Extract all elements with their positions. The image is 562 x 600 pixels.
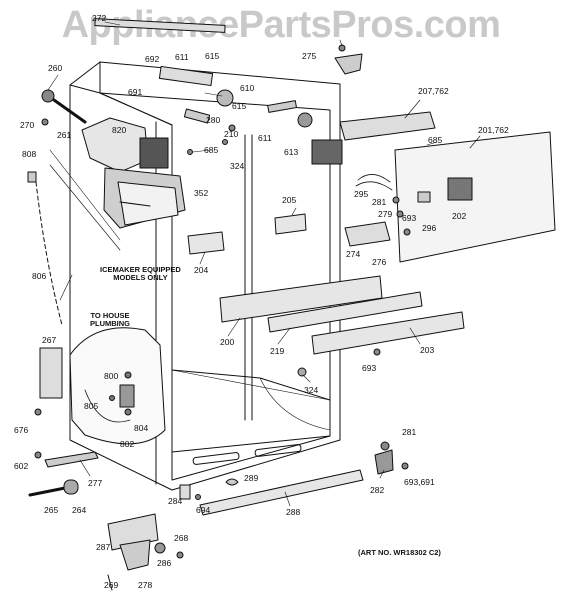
part-label: 282 <box>370 485 385 495</box>
part-label: 260 <box>48 63 63 73</box>
part-label: 802 <box>120 439 135 449</box>
part-label: 685 <box>204 145 219 155</box>
part-label: 324 <box>230 161 245 171</box>
part-label: 277 <box>88 478 103 488</box>
part-label: 269 <box>104 580 119 590</box>
part-label: 274 <box>346 249 361 259</box>
plumbing-note-line1: TO HOUSE <box>90 311 130 320</box>
part-label: 278 <box>138 580 153 590</box>
brackets-and-rails <box>187 213 465 377</box>
part-label: 296 <box>422 223 437 233</box>
art-number: (ART NO. WR18302 C2) <box>358 548 441 557</box>
part-label: 201,762 <box>478 125 509 135</box>
part-label: 265 <box>44 505 59 515</box>
part-label: 281 <box>372 197 387 207</box>
top-rail-272 <box>94 18 226 33</box>
icemaker-note-line1: ICEMAKER EQUIPPED <box>100 265 181 274</box>
part-label: 804 <box>134 423 149 433</box>
part-label: 691 <box>128 87 143 97</box>
part-label: 693 <box>362 363 377 373</box>
part-label: 281 <box>402 427 417 437</box>
lower-left-parts <box>28 347 99 497</box>
lower-front-parts <box>107 441 409 591</box>
part-label: 805 <box>84 401 99 411</box>
part-label: 207,762 <box>418 86 449 96</box>
part-label: 289 <box>244 473 259 483</box>
part-label: 295 <box>354 189 369 199</box>
part-label: 267 <box>42 335 57 345</box>
part-label: 284 <box>168 496 183 506</box>
part-label: 800 <box>104 371 119 381</box>
plumbing-callout <box>69 327 166 445</box>
upper-parts <box>27 44 363 183</box>
part-label: 693,691 <box>404 477 435 487</box>
part-label: 288 <box>286 507 301 517</box>
part-label: 203 <box>420 345 435 355</box>
part-label: 270 <box>20 120 35 130</box>
plumbing-note-line2: PLUMBING <box>90 318 130 328</box>
part-label: 820 <box>112 125 127 135</box>
part-label: 261 <box>57 130 72 140</box>
part-label: 693 <box>402 213 417 223</box>
part-label: 272 <box>92 13 107 23</box>
part-label: 275 <box>302 51 317 61</box>
part-label: 806 <box>32 271 47 281</box>
plumbing-note: TO HOUSE PLUMBING <box>90 312 130 328</box>
icemaker-note: ICEMAKER EQUIPPED MODELS ONLY <box>100 266 181 282</box>
part-label: 276 <box>372 257 387 267</box>
part-label: 352 <box>194 188 209 198</box>
part-label: 685 <box>428 135 443 145</box>
icemaker-assembly <box>81 117 186 229</box>
part-label: 205 <box>282 195 297 205</box>
part-label: 268 <box>174 533 189 543</box>
water-line <box>35 149 121 326</box>
part-label: 286 <box>157 558 172 568</box>
part-label: 694 <box>196 505 211 515</box>
part-label: 219 <box>270 346 285 356</box>
part-label: 264 <box>72 505 87 515</box>
part-label: 610 <box>240 83 255 93</box>
part-label: 615 <box>205 51 220 61</box>
part-label: 280 <box>206 115 221 125</box>
part-label: 602 <box>14 461 29 471</box>
icemaker-note-line2: MODELS ONLY <box>113 272 168 282</box>
part-label: 200 <box>220 337 235 347</box>
control-assembly <box>311 111 556 263</box>
part-label: 615 <box>232 101 247 111</box>
part-label: 613 <box>284 147 299 157</box>
part-label: 611 <box>175 52 189 62</box>
part-label: 210 <box>224 129 239 139</box>
part-label: 204 <box>194 265 209 275</box>
part-label: 676 <box>14 425 29 435</box>
part-label: 324 <box>304 385 319 395</box>
part-label: 279 <box>378 209 393 219</box>
part-label: 808 <box>22 149 37 159</box>
part-label: 287 <box>96 542 111 552</box>
part-label: 202 <box>452 211 467 221</box>
leader-lines <box>47 21 481 507</box>
part-label: 611 <box>258 133 272 143</box>
part-label: 692 <box>145 54 160 64</box>
